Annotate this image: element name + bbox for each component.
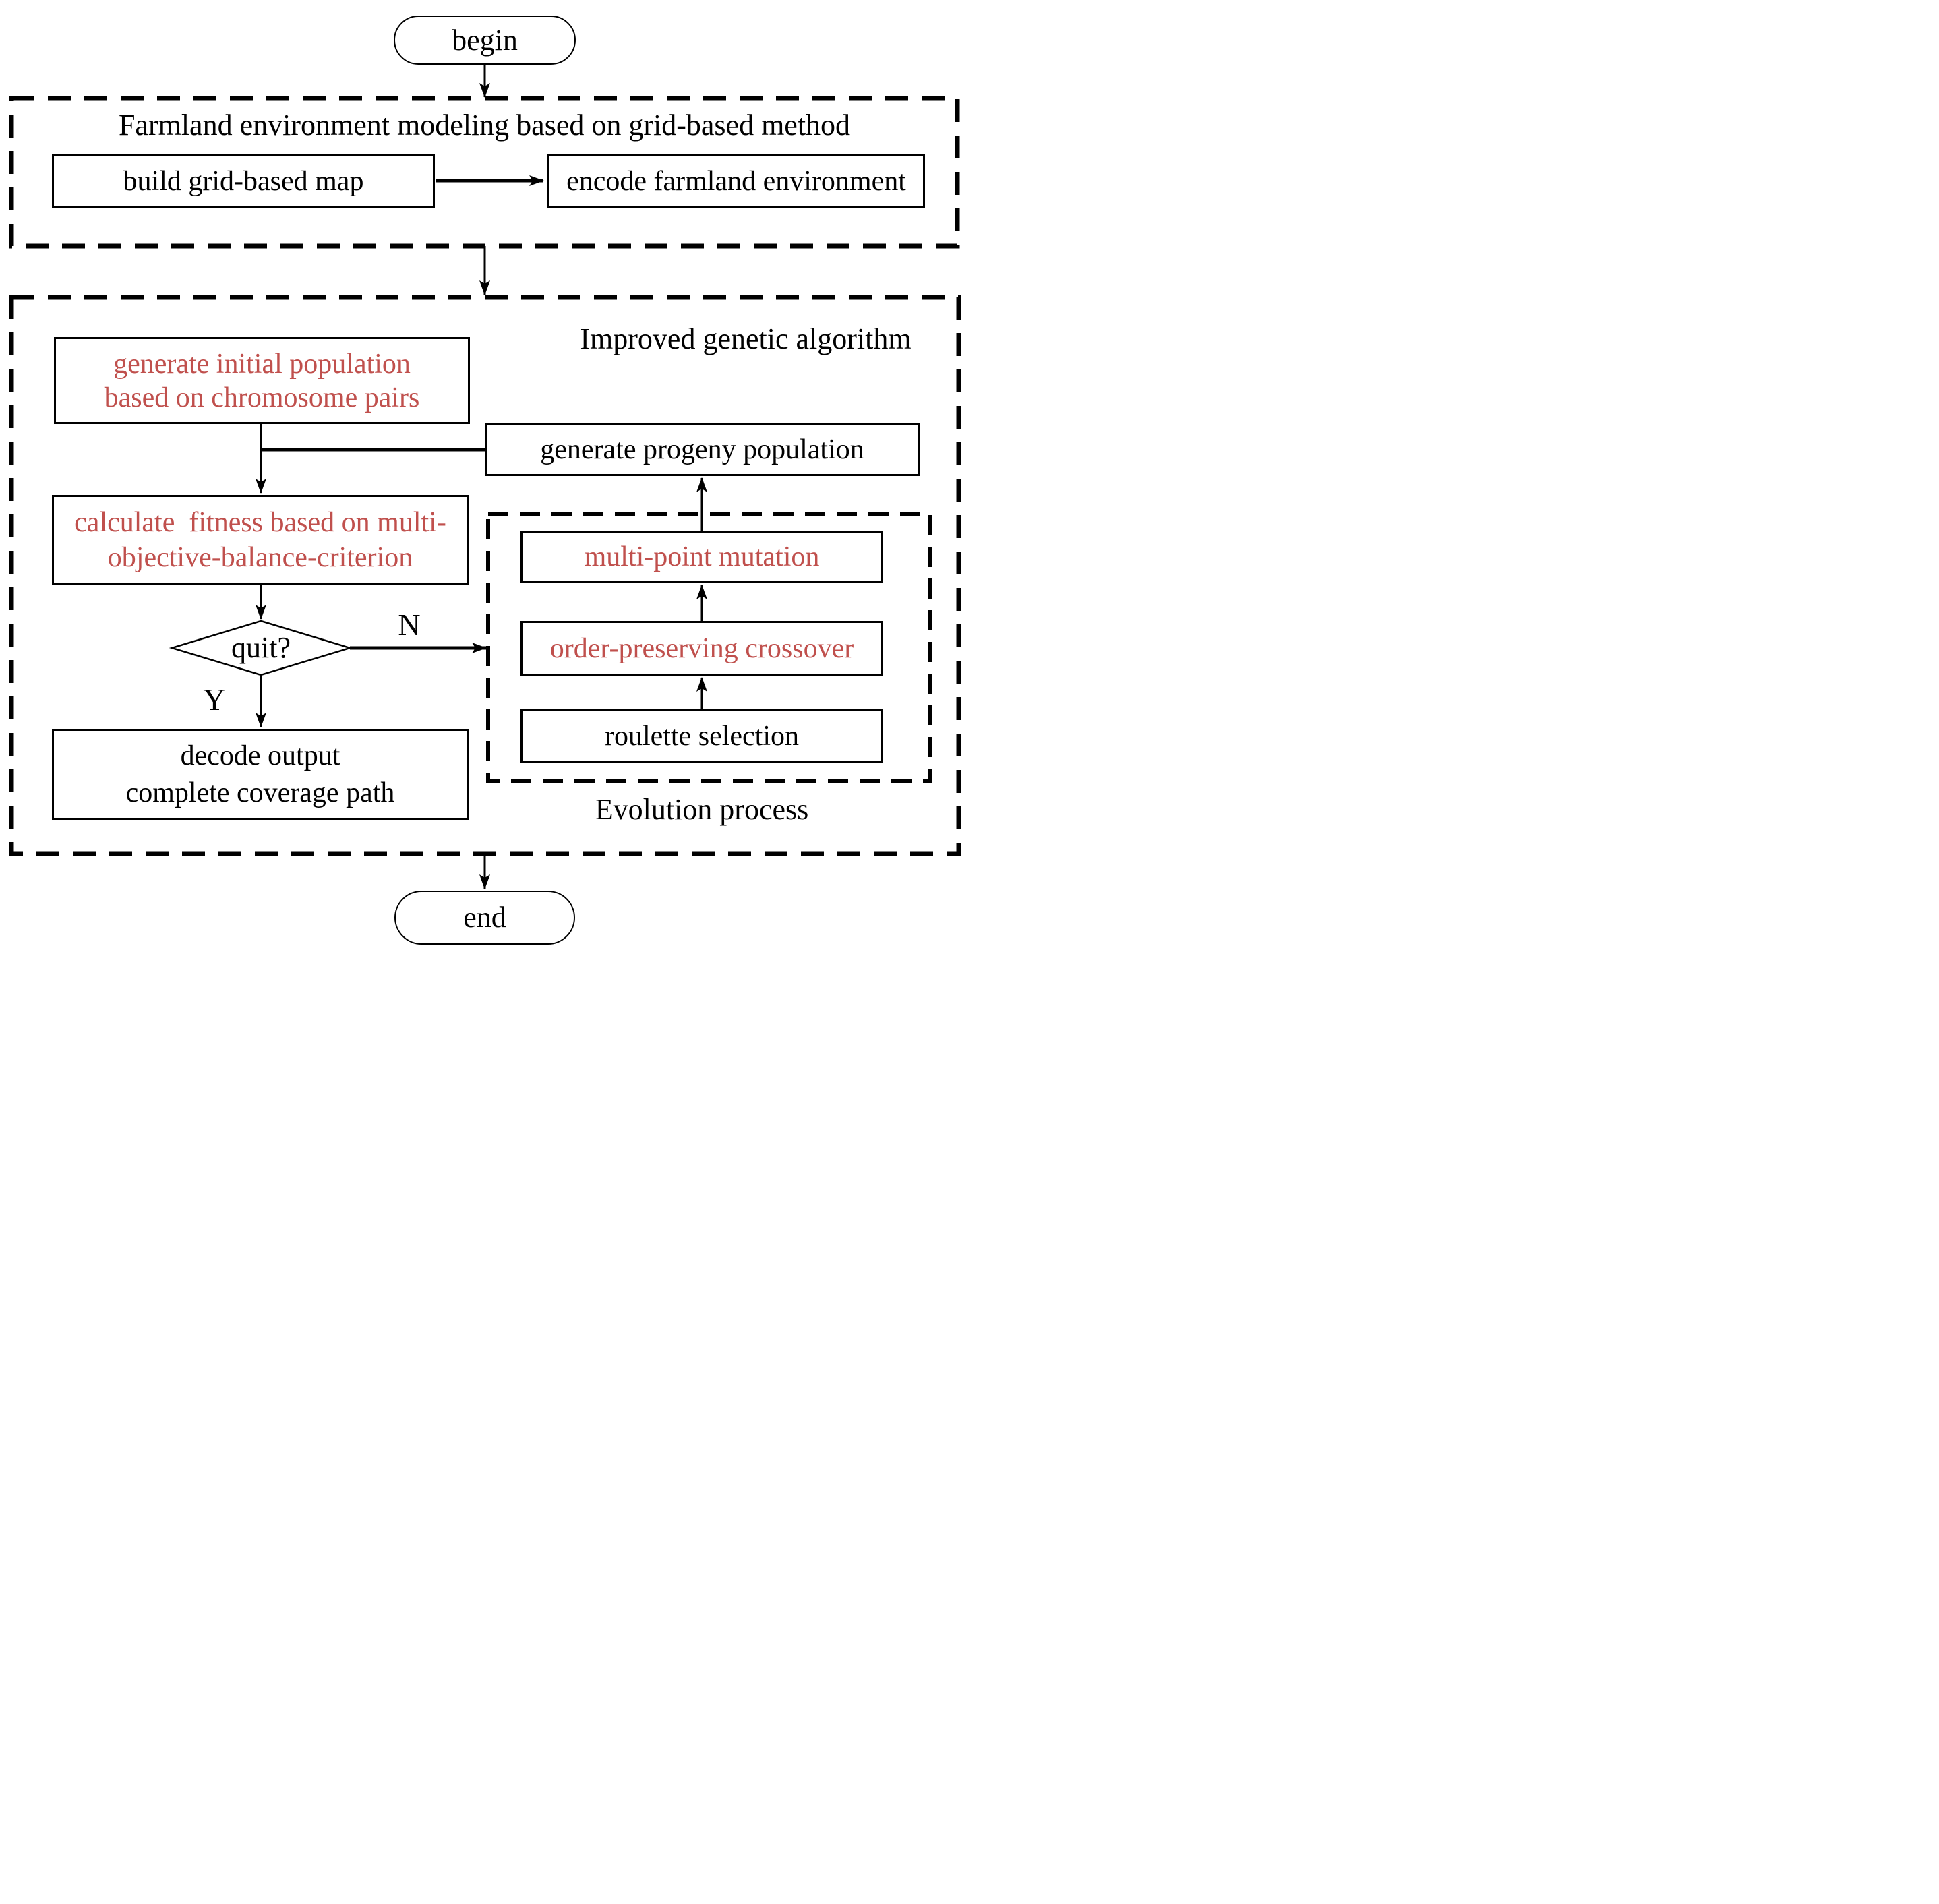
flowchart-canvas: begin Farmland environment modeling base…: [0, 0, 970, 952]
generate-progeny-population-node: generate progeny population: [485, 423, 920, 476]
generate-initial-population-node: generate initial population based on chr…: [54, 337, 470, 424]
evolution-section-title: Evolution process: [595, 793, 809, 826]
end-label: end: [463, 901, 506, 934]
encode-environment-node: encode farmland environment: [547, 154, 925, 208]
quit-decision-label: quit?: [231, 631, 291, 664]
calculate-fitness-node: calculate fitness based on multi- object…: [52, 495, 469, 585]
genetic-algorithm-section-title: Improved genetic algorithm: [580, 322, 912, 355]
begin-label: begin: [452, 23, 518, 57]
end-terminal: end: [394, 891, 575, 945]
branch-label-yes: Y: [203, 682, 226, 717]
begin-terminal: begin: [394, 16, 576, 65]
branch-label-no: N: [398, 607, 421, 642]
decode-output-node: decode output complete coverage path: [52, 729, 469, 820]
order-preserving-crossover-node: order-preserving crossover: [520, 621, 883, 676]
build-map-node: build grid-based map: [52, 154, 435, 208]
roulette-selection-node: roulette selection: [520, 709, 883, 763]
evolution-section-border: [486, 512, 932, 783]
modeling-section-title: Farmland environment modeling based on g…: [118, 109, 851, 142]
multi-point-mutation-node: multi-point mutation: [520, 531, 883, 583]
quit-decision-diamond: [169, 620, 353, 676]
flow-connectors: [9, 65, 961, 889]
